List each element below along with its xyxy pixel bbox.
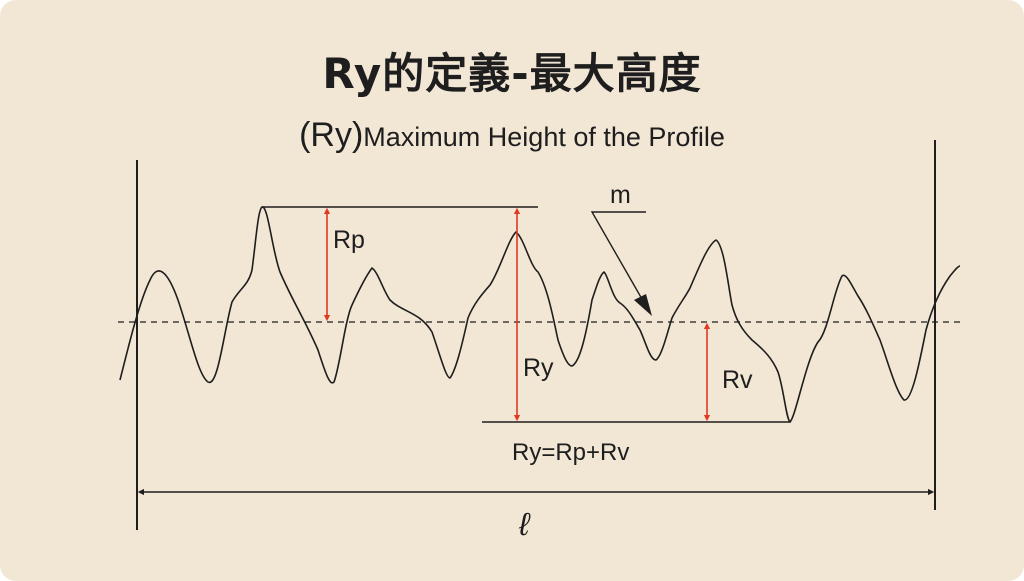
m-label: m — [610, 181, 631, 209]
formula-label: Ry=Rp+Rv — [512, 439, 629, 466]
rp-label: Rp — [333, 226, 365, 254]
rv-label: Rv — [722, 366, 753, 394]
length-symbol: ℓ — [518, 506, 531, 542]
m-leader-line — [590, 211, 647, 307]
subtitle-prefix: (Ry) — [299, 116, 364, 154]
surface-profile-curve — [119, 206, 961, 423]
diagram-title: Ry的定義-最大高度 — [322, 49, 702, 98]
m-arrowhead — [634, 294, 652, 316]
diagram-subtitle: (Ry)Maximum Height of the Profile — [0, 116, 1024, 155]
ry-label: Ry — [523, 354, 554, 382]
subtitle-text: Maximum Height of the Profile — [363, 122, 725, 152]
